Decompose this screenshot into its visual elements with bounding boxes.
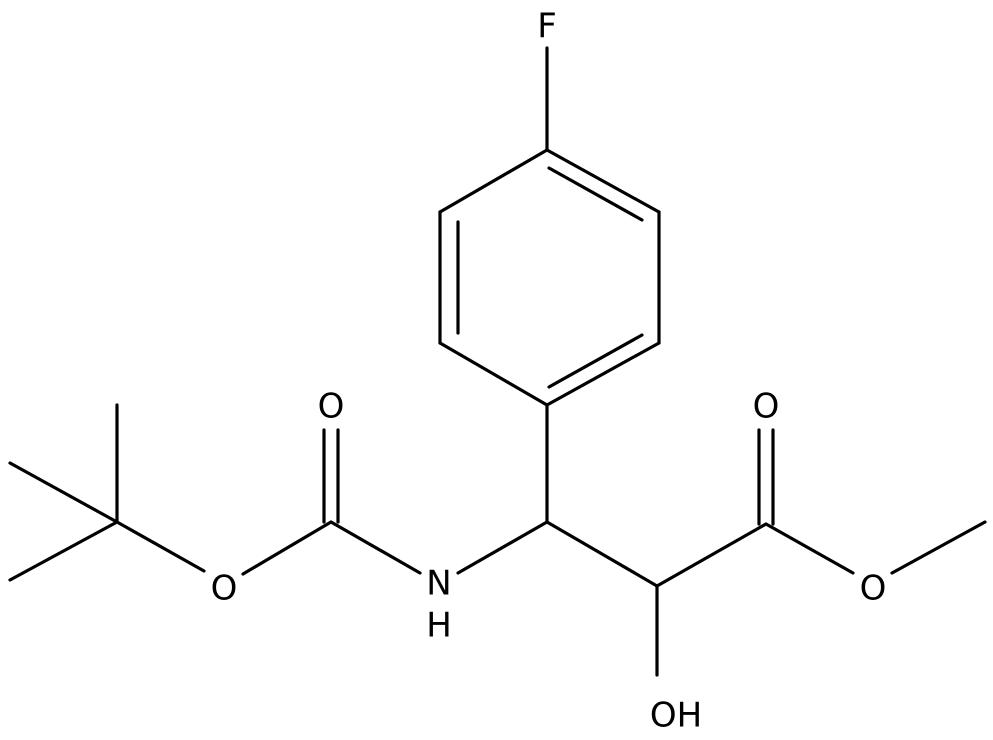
bond-ester-carbon-to-methoxy-oxygen bbox=[764, 522, 855, 575]
bond-tbu-methyl-left-upper bbox=[8, 461, 119, 524]
boc-ester-oxygen-label: O bbox=[211, 569, 238, 609]
ester-methoxy-oxygen-label: O bbox=[860, 569, 887, 609]
ester-carbonyl-oxygen-label: O bbox=[753, 387, 780, 427]
bond-ester-oxygen-to-carbonyl bbox=[241, 520, 333, 576]
bond-carbonyl-to-nitrogen bbox=[329, 520, 422, 575]
hydroxyl-label: OH bbox=[650, 696, 702, 736]
bond-choh-to-ester-carbon bbox=[655, 522, 768, 588]
ring-inner-bond-bottom bbox=[547, 333, 644, 389]
ring-bond-3 bbox=[438, 148, 549, 214]
amine-hydrogen-label: H bbox=[426, 606, 452, 646]
bond-ch-to-choh bbox=[545, 520, 659, 588]
ring-bond-1 bbox=[438, 341, 549, 407]
bond-methoxy-oxygen-to-methyl bbox=[890, 520, 987, 575]
ring-inner-bond-top bbox=[547, 166, 644, 222]
boc-carbonyl-oxygen-label: O bbox=[318, 387, 345, 427]
fluorine-label: F bbox=[537, 7, 557, 47]
bond-nitrogen-to-ch bbox=[456, 520, 549, 575]
ring-bond-6 bbox=[545, 341, 661, 407]
bond-tbu-methyl-left-lower bbox=[8, 520, 119, 582]
bond-tbu-to-ester-oxygen bbox=[115, 520, 206, 573]
amine-nitrogen-label: N bbox=[426, 564, 451, 604]
ring-bond-4 bbox=[545, 148, 661, 214]
